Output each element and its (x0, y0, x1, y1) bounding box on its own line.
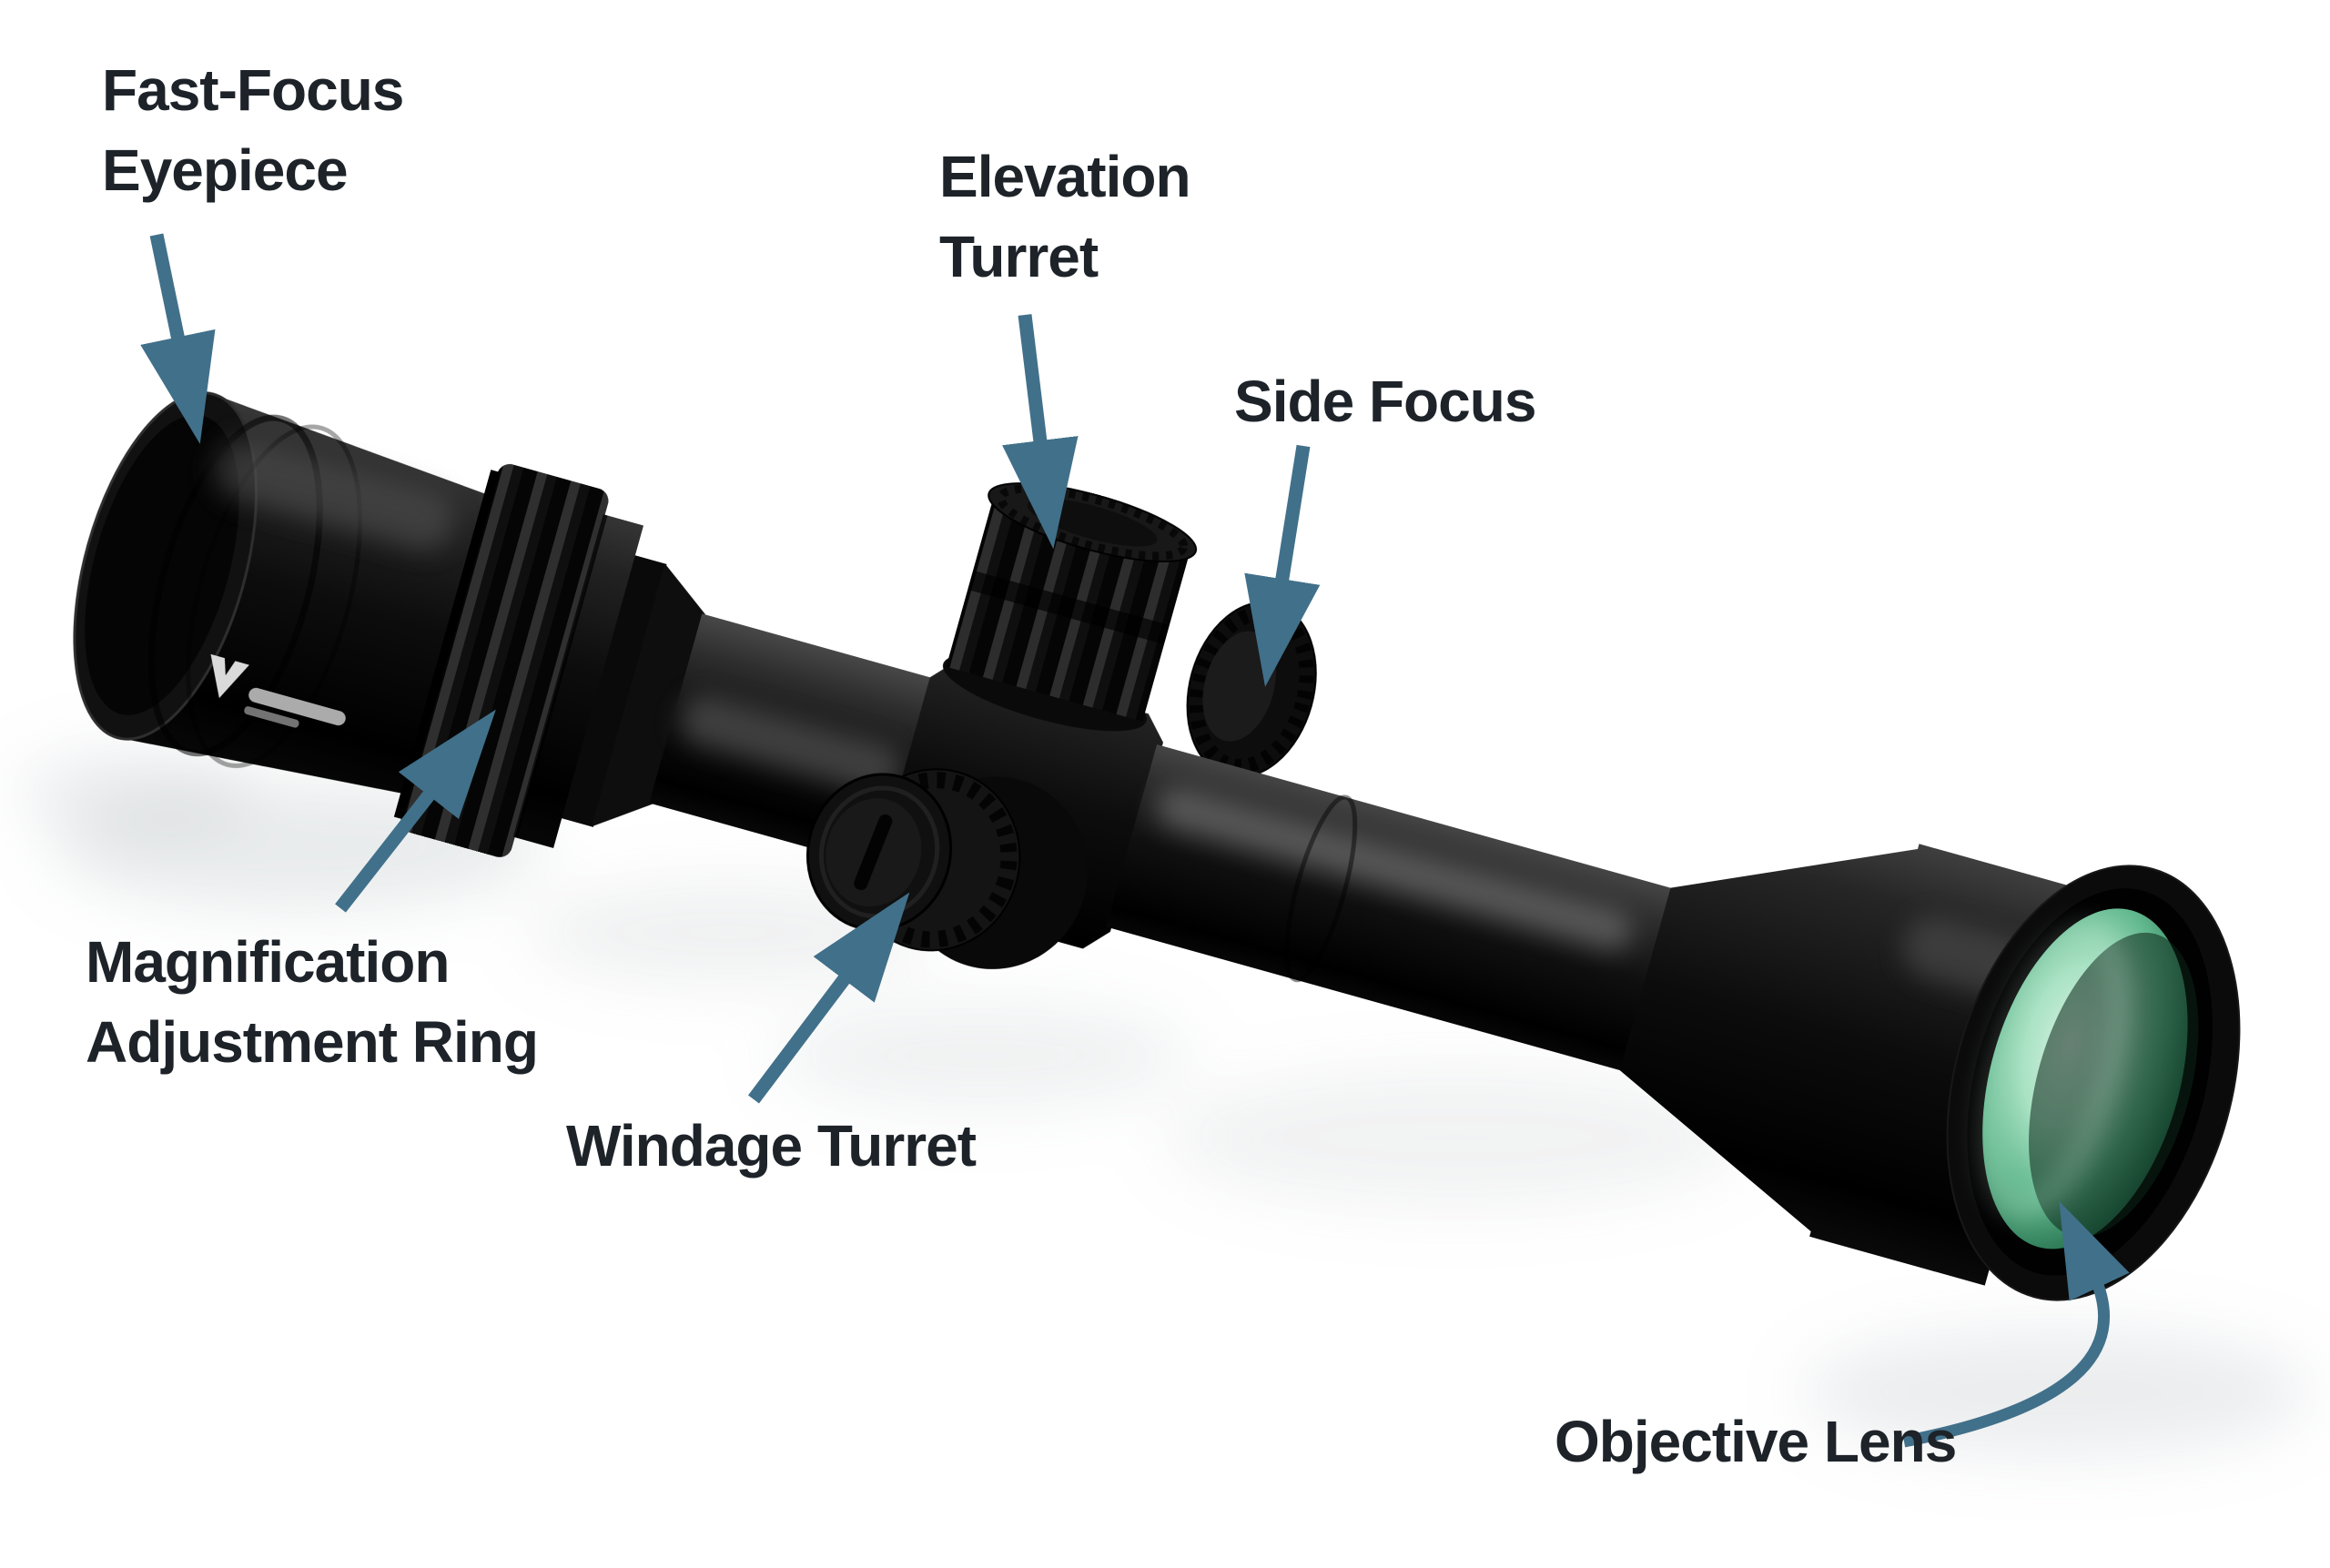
arrow-objective-lens (1902, 1200, 2130, 1448)
vortex-logo (210, 653, 346, 728)
label-windage-turret: Windage Turret (566, 1113, 977, 1179)
label-objective-lens: Objective Lens (1555, 1409, 1957, 1474)
fast-focus-ring (147, 414, 363, 768)
eyepiece (73, 391, 495, 795)
tube-collar (562, 555, 706, 827)
arrow-magnification-ring (335, 709, 496, 913)
elevation-turret (942, 482, 1198, 732)
arrow-side-focus (1244, 444, 1321, 687)
objective-lens (1946, 865, 2241, 1301)
arrow-elevation-turret (1002, 314, 1079, 550)
label-fast-focus-eyepiece: Fast-Focus Eyepiece (102, 57, 404, 204)
label-magnification-adjustment-ring: Magnification Adjustment Ring (86, 929, 539, 1076)
riflescope-illustration (73, 391, 2095, 1286)
main-tube-rear (1106, 744, 1675, 1072)
arrow-windage-turret (748, 892, 910, 1104)
label-elevation-turret: Elevation Turret (939, 144, 1191, 290)
label-side-focus: Side Focus (1234, 369, 1536, 434)
arrow-fast-focus-eyepiece (140, 233, 216, 444)
